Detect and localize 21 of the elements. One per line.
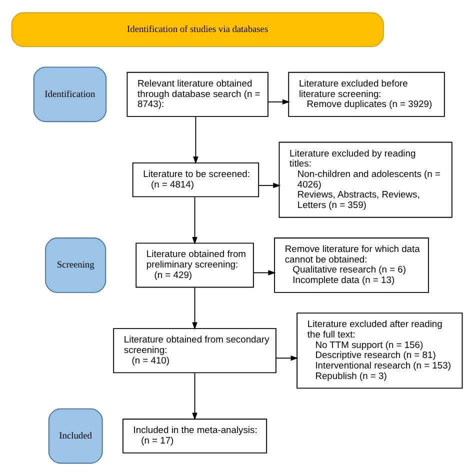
node-box: Literature to be screened: (n = 4814)	[132, 162, 260, 197]
arrow	[258, 182, 281, 188]
arrow	[192, 196, 198, 244]
node-box: Literature excluded by reading titles: Non-children and adolescents (n = 4026) Reviews, Abstracts, Reviews, Letters (n = 359)	[278, 141, 452, 218]
node-box: Literature obtained from secondary screening: (n = 410)	[113, 328, 276, 373]
node-box: Included in the meta-analysis: (n = 17)	[122, 418, 268, 453]
node-box: Included	[48, 408, 103, 464]
arrow	[192, 286, 198, 330]
node-box: Relevant literature obtained through database search (n = 8743):	[126, 71, 268, 116]
arrow	[192, 372, 198, 420]
arrow	[193, 116, 198, 164]
arrow	[253, 270, 276, 275]
arrow	[276, 355, 298, 360]
node-box: Literature excluded before literature screening: Remove duplicates (n = 3929)	[288, 71, 445, 116]
node-box: Literature excluded after reading the full text: No TTM support (n = 156) Descriptive research (n = 81) Interventional research (n = 153) Republish (n = 3)	[296, 312, 463, 388]
node-box: Identification of studies via databases	[11, 12, 384, 46]
node-box: Remove literature for which data cannot be obtained: Qualitative research (n = 6) Incomplete data (n = 13)	[274, 237, 429, 292]
node-box: Identification	[33, 66, 107, 122]
arrow	[268, 98, 290, 104]
node-box: Literature obtained from preliminary screening: (n = 429)	[136, 242, 254, 288]
node-box: Screening	[45, 237, 106, 292]
